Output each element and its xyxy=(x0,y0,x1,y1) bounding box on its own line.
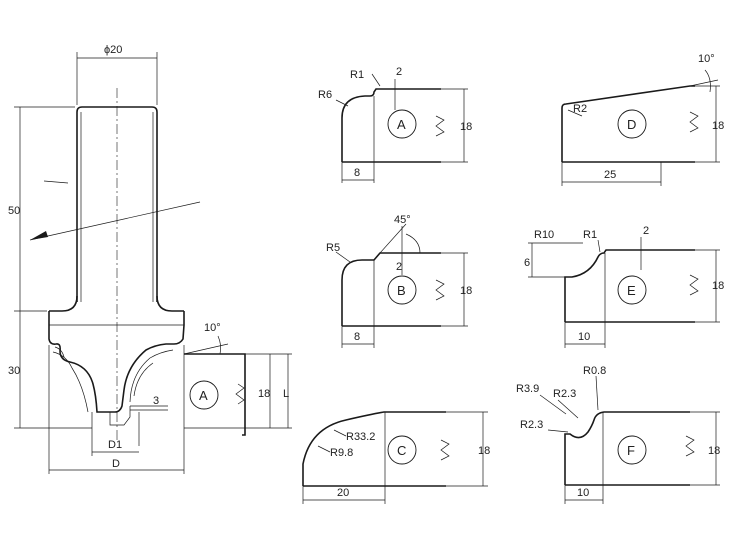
profile-f-r-a: R3.9 xyxy=(516,383,539,395)
profile-d-label: D xyxy=(627,117,636,132)
profile-a: A R1 R6 2 18 8 xyxy=(318,66,472,183)
profile-c: C R33.2 R9.8 18 20 xyxy=(302,411,490,504)
profile-f-r-b: R2.3 xyxy=(553,388,576,400)
profile-c-label: C xyxy=(397,443,406,458)
profile-e-offset: 6 xyxy=(524,257,530,269)
dim-d: D xyxy=(112,458,120,470)
dim-3: 3 xyxy=(153,395,159,407)
cutter-head-outline xyxy=(48,311,185,413)
shank-outline xyxy=(76,106,158,302)
profile-a-label: A xyxy=(397,117,406,132)
profile-c-width: 20 xyxy=(337,487,349,499)
profile-a-r-large: R6 xyxy=(318,89,332,101)
profile-f: F R3.9 R2.3 R0.8 R2.3 18 10 xyxy=(516,365,720,504)
dim-shank-length: 50 xyxy=(8,205,20,217)
dim-head-length: 30 xyxy=(8,365,20,377)
profile-d-circle xyxy=(617,109,647,139)
profile-b-step: 2 xyxy=(396,261,402,273)
dim-d1: D1 xyxy=(108,439,122,451)
profile-c-r-outer: R33.2 xyxy=(346,431,375,443)
profile-f-r-d: R2.3 xyxy=(520,419,543,431)
profile-e-label: E xyxy=(627,283,636,298)
profile-d-angle: 10° xyxy=(698,53,715,65)
profile-b-radius: R5 xyxy=(326,242,340,254)
profile-f-width: 10 xyxy=(577,487,589,499)
profile-d: D 10° R2 18 25 xyxy=(561,53,724,186)
cutter-dim-l: L xyxy=(283,388,289,400)
profile-b-angle: 45° xyxy=(394,214,411,226)
profile-e-height: 18 xyxy=(712,280,724,292)
profile-d-width: 25 xyxy=(604,169,616,181)
profile-e-r-large: R10 xyxy=(534,229,554,241)
profile-b-label: B xyxy=(397,283,406,298)
router-bit-drawing: ϕ20 50 30 D1 D 3 10° xyxy=(8,44,292,474)
dim-shank-diameter: ϕ20 xyxy=(104,44,122,56)
cutter-dim-18: 18 xyxy=(258,388,270,400)
profile-a-circle xyxy=(387,109,417,139)
profile-c-r-inner: R9.8 xyxy=(330,447,353,459)
profile-b-circle xyxy=(387,275,417,305)
profile-b-width: 8 xyxy=(354,331,360,343)
profile-d-height: 18 xyxy=(712,120,724,132)
profile-c-circle xyxy=(387,435,417,465)
profile-a-step: 2 xyxy=(396,66,402,78)
profile-b-height: 18 xyxy=(460,285,472,297)
profile-a-r-small: R1 xyxy=(350,69,364,81)
profile-b: B 45° R5 2 18 8 xyxy=(326,214,472,348)
profile-a-marker-label: A xyxy=(199,388,208,403)
profile-e-r-small: R1 xyxy=(583,229,597,241)
cutter-workpiece xyxy=(184,353,246,436)
profile-a-height: 18 xyxy=(460,121,472,133)
cutter-angle: 10° xyxy=(204,322,221,334)
profile-e: E R10 R1 2 6 18 10 xyxy=(524,225,724,348)
profile-e-step: 2 xyxy=(643,225,649,237)
profile-a-marker xyxy=(189,380,219,410)
profile-d-radius: R2 xyxy=(573,103,587,115)
profile-f-circle xyxy=(617,435,647,465)
profile-e-width: 10 xyxy=(578,331,590,343)
profile-a-width: 8 xyxy=(354,167,360,179)
profile-f-height: 18 xyxy=(708,445,720,457)
profile-c-height: 18 xyxy=(478,445,490,457)
profile-f-label: F xyxy=(627,443,635,458)
profile-e-circle xyxy=(617,275,647,305)
profile-f-r-c: R0.8 xyxy=(583,365,606,377)
